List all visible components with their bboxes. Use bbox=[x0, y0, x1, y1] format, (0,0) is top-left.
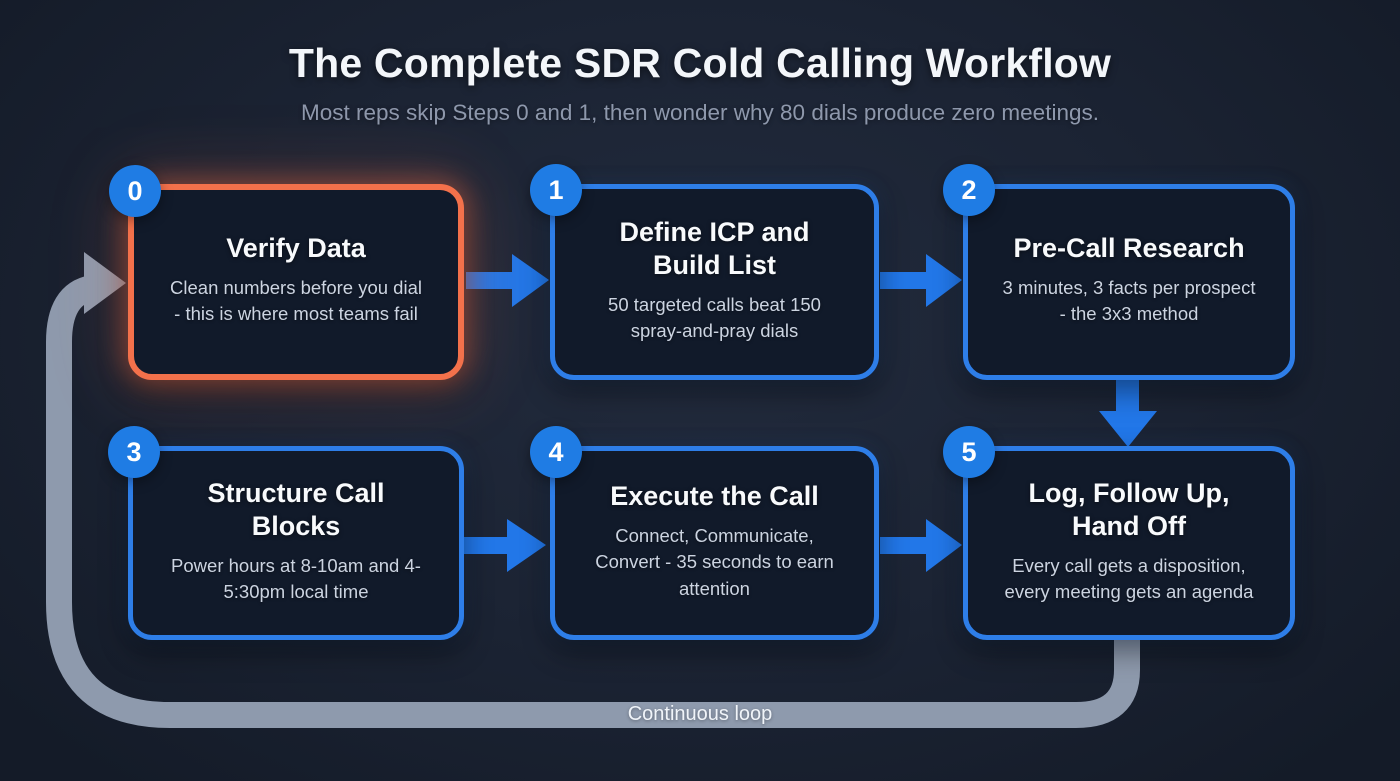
arrow-step2-to-step5-icon bbox=[1099, 380, 1157, 447]
step-card-pre-call-research: 2 Pre-Call Research 3 minutes, 3 facts p… bbox=[943, 164, 1295, 380]
step-1-title: Define ICP and Build List bbox=[619, 216, 810, 280]
step-card-define-icp: 1 Define ICP and Build List 50 targeted … bbox=[530, 164, 879, 380]
arrow-step4-to-step5-icon bbox=[880, 519, 962, 572]
step-4-badge: 4 bbox=[530, 426, 582, 478]
step-4-description: Connect, Communicate, Convert - 35 secon… bbox=[595, 525, 834, 599]
step-card-verify-data: 0 Verify Data Clean numbers before you d… bbox=[109, 165, 464, 380]
continuous-loop-label: Continuous loop bbox=[627, 703, 773, 725]
loop-path bbox=[46, 275, 1140, 728]
arrow-step3-to-step4-icon bbox=[461, 519, 546, 572]
continuous-loop-arrow bbox=[46, 252, 1140, 728]
page-subtitle: Most reps skip Steps 0 and 1, then wonde… bbox=[301, 100, 1099, 125]
step-5-title: Log, Follow Up, Hand Off bbox=[1028, 477, 1230, 541]
step-2-title: Pre-Call Research bbox=[1013, 233, 1245, 264]
step-0-title: Verify Data bbox=[226, 233, 366, 264]
arrow-step1-to-step2-icon bbox=[880, 254, 962, 307]
step-3-description: Power hours at 8-10am and 4-5:30pm local… bbox=[171, 554, 421, 602]
step-1-badge: 1 bbox=[530, 164, 582, 216]
step-5-description: Every call gets a disposition, every mee… bbox=[1004, 554, 1254, 602]
step-3-title: Structure Call Blocks bbox=[207, 477, 385, 541]
step-3-badge: 3 bbox=[108, 426, 160, 478]
step-card-execute-the-call: 4 Execute the Call Connect, Communicate,… bbox=[530, 426, 879, 640]
step-2-description: 3 minutes, 3 facts per prospect - the 3x… bbox=[1002, 277, 1256, 325]
step-4-title: Execute the Call bbox=[610, 481, 819, 512]
step-2-badge: 2 bbox=[943, 164, 995, 216]
page-title: The Complete SDR Cold Calling Workflow bbox=[288, 40, 1112, 86]
step-card-log-follow-up: 5 Log, Follow Up, Hand Off Every call ge… bbox=[943, 426, 1295, 640]
step-5-badge: 5 bbox=[943, 426, 995, 478]
step-0-description: Clean numbers before you dial - this is … bbox=[170, 277, 422, 325]
step-0-badge: 0 bbox=[109, 165, 161, 217]
loop-arrowhead-icon bbox=[84, 252, 126, 314]
arrow-step0-to-step1-icon bbox=[466, 254, 549, 307]
step-card-structure-call-blocks: 3 Structure Call Blocks Power hours at 8… bbox=[108, 426, 464, 640]
step-1-description: 50 targeted calls beat 150 spray-and-pra… bbox=[608, 293, 821, 341]
